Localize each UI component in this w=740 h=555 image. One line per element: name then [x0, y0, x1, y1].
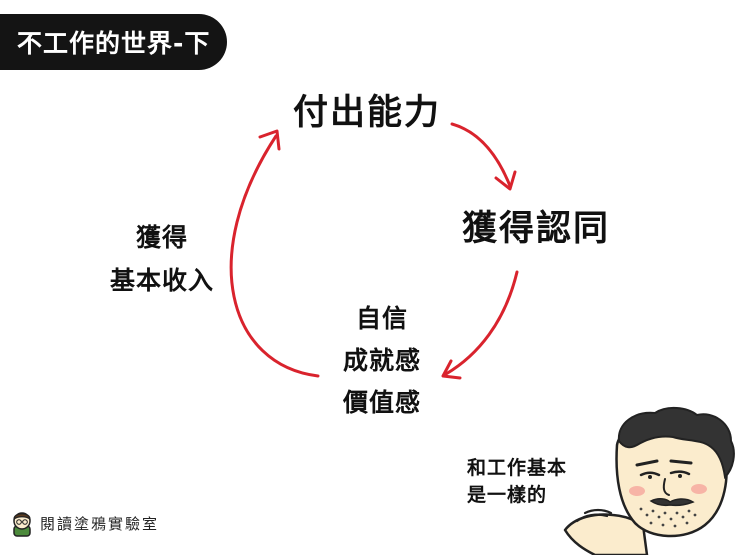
cycle-node-bottom-line: 自信 — [355, 304, 408, 333]
cycle-node-left-line: 基本收入 — [109, 266, 214, 295]
cycle-node-top: 付出能力 — [292, 93, 441, 133]
arrow-top-to-right — [450, 122, 512, 188]
arrow-bottom-to-left — [229, 134, 320, 378]
arrow-right-to-bottom — [444, 270, 519, 376]
cycle-node-left-line: 獲得 — [135, 223, 188, 252]
speech-text: 和工作基本 是一樣的 — [467, 455, 567, 509]
cycle-node-bottom-line: 價值感 — [342, 388, 421, 417]
arrow-bottom-to-left-head — [258, 129, 281, 151]
brand-name: 閱讀塗鴉實驗室 — [40, 514, 160, 533]
cycle-node-bottom: 自信 成就感 價值感 — [322, 298, 442, 424]
speech-line: 是一樣的 — [467, 484, 548, 506]
character-illustration — [563, 407, 735, 555]
speech-line: 和工作基本 — [467, 457, 568, 479]
arrow-right-to-bottom-head — [441, 359, 462, 380]
cycle-node-right: 獲得認同 — [461, 209, 610, 249]
brand-logo: 閱讀塗鴉實驗室 — [8, 508, 159, 538]
arrow-top-to-right-head — [494, 170, 517, 191]
page-title: 不工作的世界-下 — [0, 14, 227, 70]
brand-avatar-icon — [13, 512, 31, 537]
cycle-node-left: 獲得 基本收入 — [100, 216, 224, 302]
cycle-node-bottom-line: 成就感 — [342, 346, 421, 375]
